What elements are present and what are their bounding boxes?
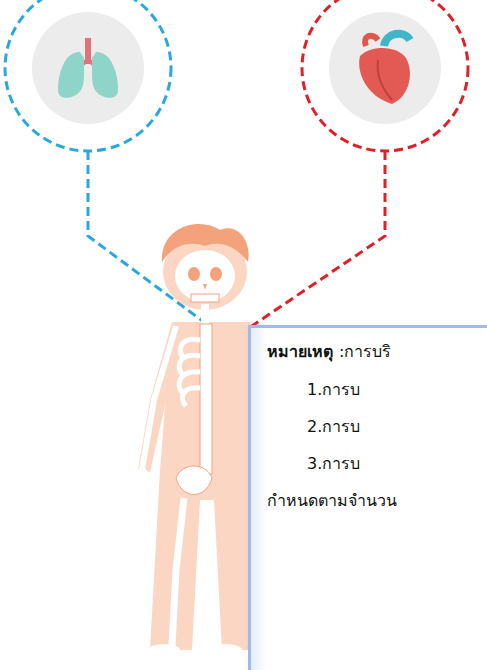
note-text: 1.การบ: [307, 380, 360, 400]
note-text: กำหนดตามจำนวน: [267, 491, 397, 511]
lungs-icon: [58, 38, 118, 98]
icon-background: [32, 12, 144, 124]
heart-callout-circle: [302, 0, 468, 151]
leader-line: [246, 151, 385, 330]
icon-background: [329, 12, 441, 124]
note-text: 3.การบ: [307, 454, 360, 474]
note-text: :การบริ: [339, 342, 391, 362]
skeleton-figure: [134, 224, 262, 656]
note-text: 2.การบ: [307, 417, 360, 437]
note-box: หมายเหตุ :การบริ 1.การบ 2.การบ 3.การบกำหนดตา…: [248, 325, 487, 670]
note-heading: หมายเหตุ: [267, 342, 333, 362]
heart-icon: [359, 34, 410, 104]
lung-callout-circle: [5, 0, 171, 151]
